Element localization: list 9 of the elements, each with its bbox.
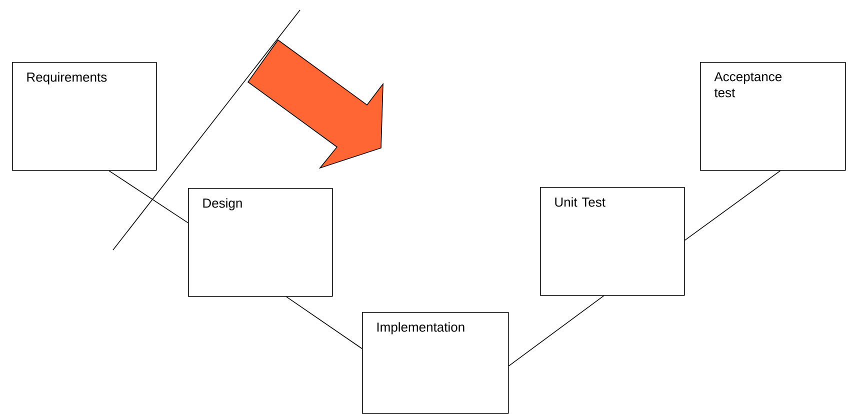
process-box: Requirements xyxy=(12,62,157,171)
connector-line xyxy=(286,296,362,350)
process-box: Unit Test xyxy=(540,187,685,296)
process-box: Implementation xyxy=(362,312,509,414)
process-box: Design xyxy=(188,188,333,297)
connector-line xyxy=(684,170,781,241)
connector-line xyxy=(108,170,188,224)
process-box: Acceptance test xyxy=(700,62,846,171)
connector-line xyxy=(508,295,604,366)
